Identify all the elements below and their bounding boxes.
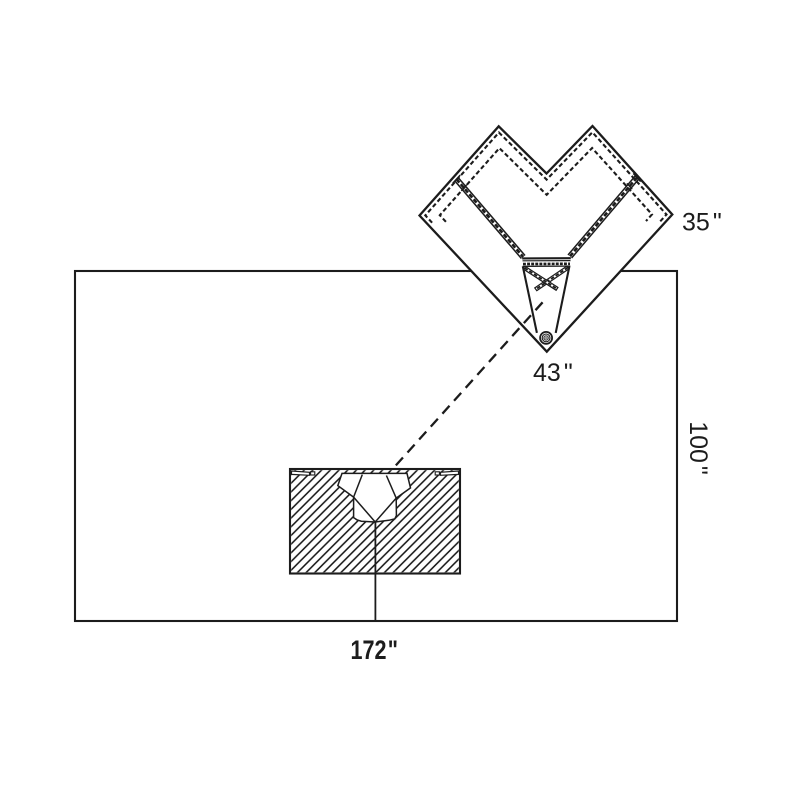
svg-text:43": 43" — [533, 359, 573, 387]
svg-text:172": 172" — [351, 636, 398, 666]
svg-text:100": 100" — [684, 421, 712, 475]
svg-text:35": 35" — [682, 209, 722, 237]
